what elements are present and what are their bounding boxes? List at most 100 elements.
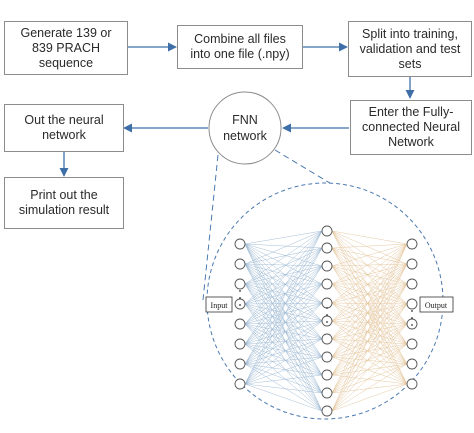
network-edge <box>331 283 408 305</box>
network-edge <box>244 263 323 412</box>
network-edge <box>331 265 408 365</box>
network-edge <box>244 263 323 340</box>
network-edge <box>331 230 408 305</box>
network-edge <box>331 320 408 325</box>
network-edge <box>331 247 408 385</box>
neuron-node <box>406 298 418 310</box>
fnn-label-line1: FNN <box>232 113 258 127</box>
layer-ellipsis <box>239 290 413 326</box>
network-edge <box>244 302 323 385</box>
neuron-node <box>234 238 246 250</box>
network-edge <box>244 230 323 285</box>
network-edge <box>331 302 408 305</box>
network-edge <box>244 230 323 305</box>
network-edge <box>244 323 323 412</box>
network-edge <box>331 247 408 265</box>
network-edge <box>331 243 408 358</box>
network-edge <box>244 302 323 365</box>
network-edge <box>331 343 408 412</box>
network-edge <box>331 343 408 358</box>
network-edge <box>244 247 323 345</box>
network-edge <box>244 263 323 394</box>
network-edge <box>244 343 323 358</box>
step-generate-box: Generate 139 or 839 PRACH sequence <box>4 21 128 75</box>
network-edge <box>331 302 408 385</box>
network-edge <box>244 265 323 325</box>
network-edge <box>331 303 408 340</box>
network-edge <box>244 247 323 325</box>
network-edge <box>331 230 408 365</box>
network-edge <box>331 302 408 325</box>
step-out-box: Out the neural network <box>4 104 124 152</box>
step-out-text: Out the neural network <box>24 113 104 142</box>
step-split-box: Split into training, validation and test… <box>348 21 472 77</box>
network-edge <box>244 320 323 325</box>
network-edge <box>244 283 323 322</box>
network-edge <box>331 343 408 394</box>
network-edge <box>331 303 408 358</box>
network-edge <box>244 383 323 394</box>
network-edge <box>244 363 323 376</box>
step-split-text: Split into training, validation and test… <box>359 26 461 71</box>
step-print-text: Print out the simulation result <box>18 188 110 217</box>
network-edge <box>331 243 408 412</box>
network-edge <box>331 283 408 358</box>
neuron-node <box>406 318 418 330</box>
network-edge <box>244 247 323 385</box>
neuron-node <box>406 258 418 270</box>
network-edge <box>244 338 323 385</box>
network-edge <box>331 263 408 267</box>
network-edge <box>244 283 323 305</box>
network-edge <box>244 247 323 365</box>
network-edge <box>331 283 408 340</box>
network-edge <box>331 247 408 325</box>
network-edge <box>244 363 323 412</box>
network-edge <box>331 243 408 249</box>
network-edge <box>331 283 408 394</box>
fnn-label-line2: network <box>223 129 268 143</box>
network-edge <box>244 243 323 322</box>
network-edge <box>331 230 408 285</box>
network-edge <box>244 263 323 304</box>
step-generate-text: Generate 139 or 839 PRACH sequence <box>20 25 112 70</box>
network-edge <box>331 247 408 345</box>
network-edge <box>331 323 408 340</box>
network-edge <box>244 283 323 345</box>
network-edge <box>244 323 323 358</box>
network-edge <box>331 320 408 385</box>
neuron-node <box>234 258 246 270</box>
zoom-line-left <box>202 154 219 301</box>
network-edge <box>331 303 408 376</box>
ellipsis-dot <box>411 324 413 326</box>
network-edge <box>244 283 323 394</box>
network-edge <box>244 283 323 376</box>
network-edge <box>244 243 323 376</box>
network-edge <box>244 320 323 365</box>
network-edge <box>244 302 323 325</box>
network-edge <box>244 283 323 385</box>
fnn-network-node <box>208 91 282 165</box>
network-edge <box>331 338 408 345</box>
network-edge <box>331 265 408 305</box>
ellipsis-dot <box>326 314 328 316</box>
network-edge <box>331 363 408 412</box>
network-edge <box>244 283 323 304</box>
network-edge <box>244 303 323 376</box>
network-edge <box>244 303 323 322</box>
network-edge <box>244 243 323 394</box>
network-edge <box>331 265 408 385</box>
network-edge <box>331 320 408 345</box>
network-edge <box>331 247 408 365</box>
network-edge <box>331 356 408 385</box>
network-edge <box>244 265 323 305</box>
input-label: Input <box>211 301 229 310</box>
step-combine-box: Combine all files into one file (.npy) <box>177 25 303 69</box>
network-edge <box>331 383 408 412</box>
network-edge <box>331 265 408 325</box>
ellipsis-dot <box>239 290 241 292</box>
network-edge <box>244 247 323 305</box>
network-edge <box>244 338 323 345</box>
network-edge <box>244 323 323 376</box>
network-edge <box>331 230 408 265</box>
network-edge <box>244 243 323 358</box>
